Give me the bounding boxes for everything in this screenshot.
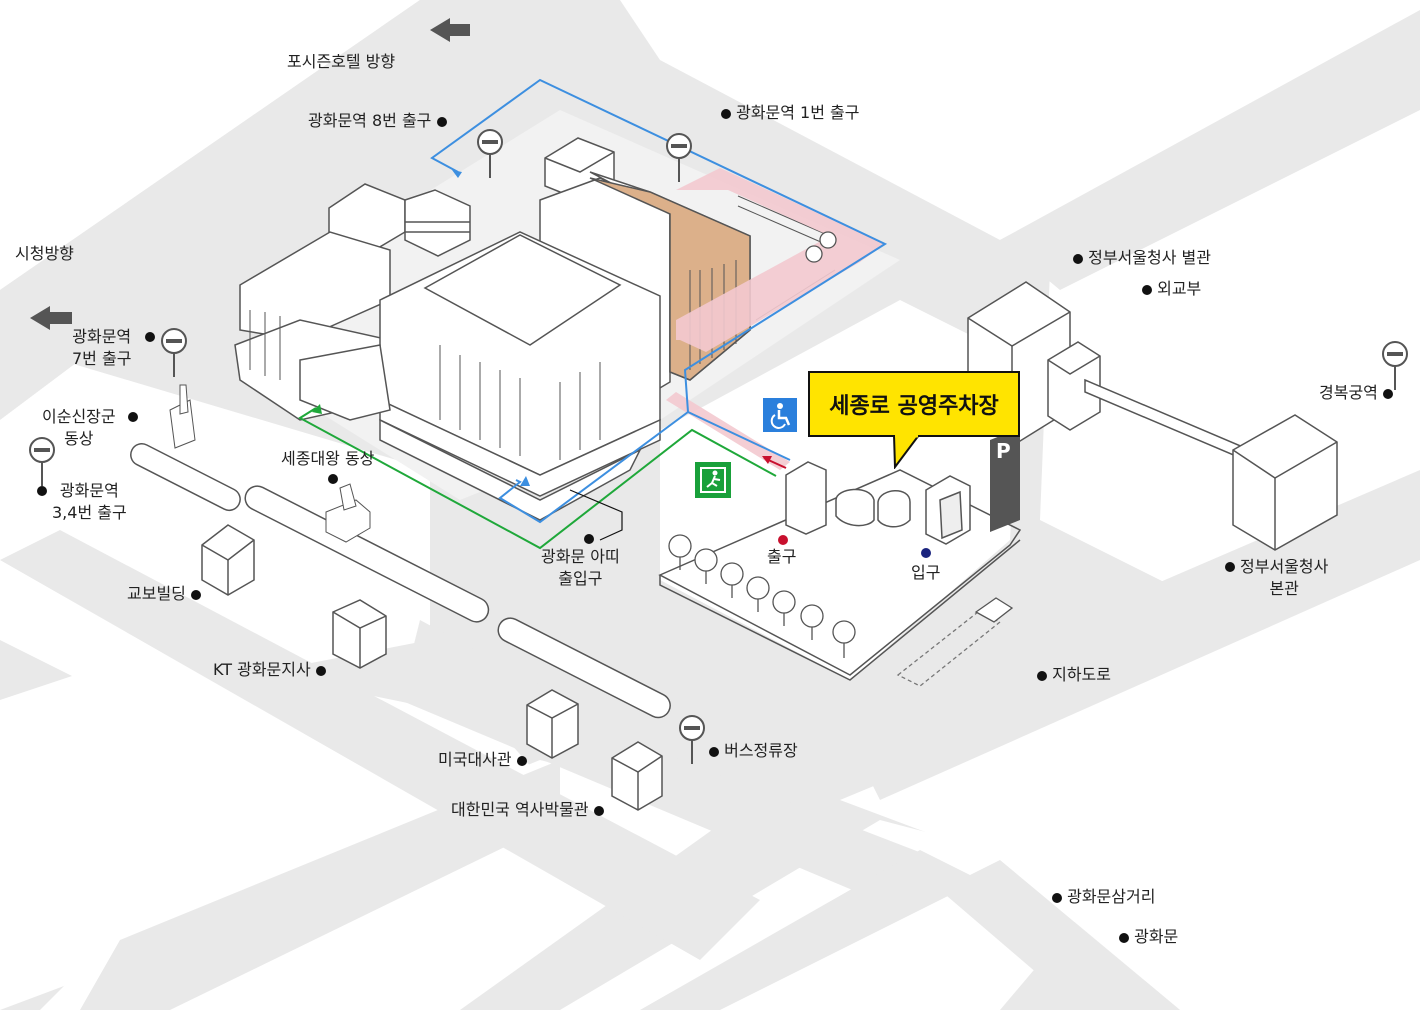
label-exit7: 광화문역 7번 출구 — [72, 326, 131, 370]
label-exit8-text: 광화문역 8번 출구 — [308, 111, 432, 130]
wheelchair-icon — [763, 398, 797, 432]
label-yisunsin-text: 이순신장군 동상 — [42, 407, 116, 448]
pink-walkway — [676, 168, 885, 352]
label-gov-annex-text: 정부서울청사 별관 — [1088, 248, 1211, 267]
parking-lot-callout: 세종로 공영주차장 — [808, 371, 1020, 437]
trees — [668, 231, 856, 658]
label-gwanghwamun: 광화문 — [1119, 926, 1178, 948]
exit7-dot — [145, 332, 155, 342]
exit8-dot — [436, 116, 447, 127]
bus-stop-icon — [679, 715, 705, 764]
label-underpass-text: 지하도로 — [1052, 665, 1111, 684]
green-route — [298, 407, 777, 550]
label-intersection-text: 광화문삼거리 — [1067, 887, 1156, 906]
exit1-dot — [721, 108, 731, 119]
label-cityhall: 시청방향 — [15, 244, 74, 263]
gov-main-dot — [1225, 562, 1235, 572]
exit-dot — [778, 535, 788, 545]
label-gyeongbokgung-text: 경복궁역 — [1319, 383, 1378, 402]
gov-annex-dot — [1073, 253, 1083, 264]
entrance-dot — [921, 548, 931, 558]
sejong-statue-dot — [328, 474, 338, 484]
block-north — [620, 0, 1420, 240]
label-mofa-text: 외교부 — [1157, 279, 1202, 298]
subway-station-icon — [666, 133, 692, 182]
label-yisunsin: 이순신장군 동상 — [42, 406, 116, 450]
label-gov-main: 정부서울청사 본관 — [1240, 556, 1328, 600]
label-kyobo-text: 교보빌딩 — [127, 584, 186, 603]
label-intersection: 광화문삼거리 — [1052, 886, 1155, 908]
emergency-exit-icon — [695, 462, 731, 498]
label-exit: 출구 — [767, 547, 797, 566]
exit34-dot — [37, 486, 47, 496]
parking-sign: P — [996, 439, 1011, 463]
subway-station-icon — [477, 129, 503, 178]
label-sejong-statue: 세종대왕 동상 — [281, 449, 375, 468]
callout-tail — [893, 435, 921, 469]
label-bus-stop-text: 버스정류장 — [724, 741, 798, 760]
kt-dot — [315, 665, 326, 676]
us-embassy-dot — [516, 755, 527, 766]
label-four-seasons: 포시즌호텔 방향 — [287, 52, 396, 71]
label-gyeongbokgung: 경복궁역 — [1319, 382, 1393, 404]
parking-pole — [990, 428, 1020, 532]
label-gov-annex: 정부서울청사 별관 — [1073, 247, 1211, 269]
atti-dot — [584, 534, 594, 544]
label-exit34-text: 광화문역 3,4번 출구 — [52, 481, 127, 522]
label-underpass: 지하도로 — [1037, 664, 1111, 686]
arrow-cityhall — [30, 306, 72, 330]
label-kt-text: KT 광화문지사 — [213, 660, 311, 679]
kyobo-dot — [190, 589, 201, 600]
label-entrance: 입구 — [911, 563, 941, 582]
underpass-dot — [1037, 670, 1047, 681]
block-southeast — [840, 560, 1420, 1010]
label-kyobo: 교보빌딩 — [127, 583, 201, 605]
label-museum-text: 대한민국 역사박물관 — [451, 800, 589, 819]
label-exit34: 광화문역 3,4번 출구 — [52, 480, 127, 524]
label-atti-text: 광화문 아띠 출입구 — [541, 547, 620, 588]
label-museum: 대한민국 역사박물관 — [451, 799, 604, 821]
label-exit7-text: 광화문역 7번 출구 — [72, 327, 132, 368]
yisunsin-dot — [128, 412, 138, 422]
gwanghwamun-dot — [1119, 932, 1129, 943]
label-gwanghwamun-text: 광화문 — [1134, 927, 1179, 946]
subway-station-icon — [1382, 341, 1408, 390]
label-mofa: 외교부 — [1142, 278, 1201, 300]
label-atti: 광화문 아띠 출입구 — [541, 546, 620, 590]
arrow-four-seasons — [430, 18, 470, 42]
label-bus-stop: 버스정류장 — [709, 740, 798, 762]
subway-station-icon — [161, 328, 187, 377]
label-us-embassy-text: 미국대사관 — [438, 750, 512, 769]
subway-station-icon — [29, 437, 55, 486]
label-exit8: 광화문역 8번 출구 — [308, 110, 447, 132]
museum-dot — [593, 805, 604, 816]
intersection-dot — [1052, 892, 1062, 903]
label-kt: KT 광화문지사 — [213, 659, 326, 681]
mofa-dot — [1142, 284, 1152, 295]
label-exit1-text: 광화문역 1번 출구 — [736, 103, 860, 122]
label-exit1: 광화문역 1번 출구 — [721, 102, 860, 124]
gyeongbokgung-dot — [1382, 388, 1393, 399]
label-us-embassy: 미국대사관 — [438, 749, 527, 771]
label-gov-main-text: 정부서울청사 본관 — [1240, 557, 1329, 598]
bus-stop-dot — [709, 746, 719, 757]
